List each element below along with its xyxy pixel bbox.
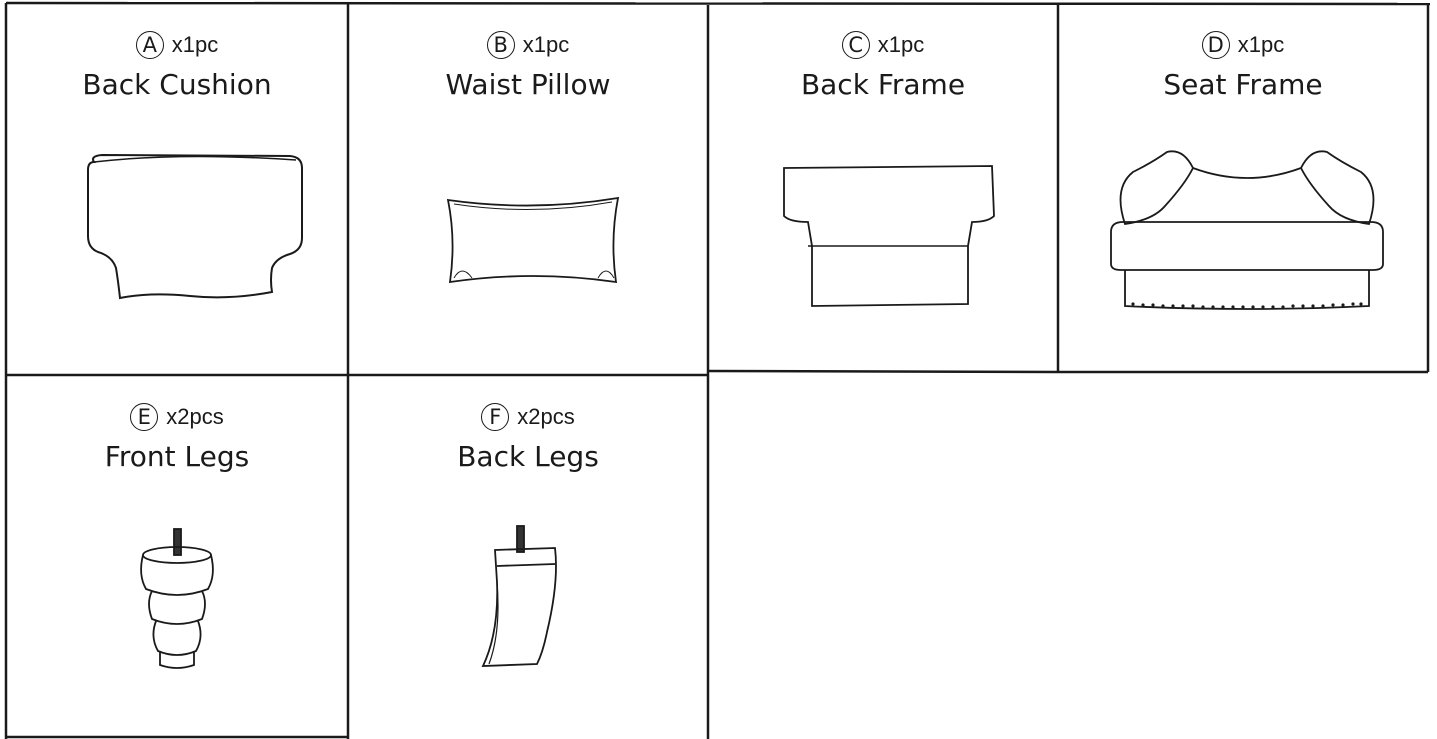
seat-frame-icon: [1103, 148, 1391, 318]
part-letter-badge: D: [1202, 31, 1230, 59]
part-letter-badge: F: [481, 403, 509, 431]
part-quantity: x1pc: [523, 32, 569, 58]
part-letter-badge: E: [130, 403, 158, 431]
back-cushion-icon: [80, 150, 310, 305]
part-quantity: x1pc: [1238, 32, 1284, 58]
part-cell-d: D x1pc Seat Frame: [1058, 28, 1428, 101]
part-cell-b: B x1pc Waist Pillow: [348, 28, 708, 101]
part-name: Seat Frame: [1058, 68, 1428, 101]
part-cell-f: F x2pcs Back Legs: [348, 400, 708, 473]
part-name: Back Legs: [348, 440, 708, 473]
part-quantity: x1pc: [172, 32, 218, 58]
part-cell-e: E x2pcs Front Legs: [6, 400, 348, 473]
part-quantity: x2pcs: [517, 404, 574, 430]
part-letter-badge: C: [842, 31, 870, 59]
part-name: Back Frame: [708, 68, 1058, 101]
back-frame-icon: [778, 160, 998, 310]
part-letter-badge: B: [487, 31, 515, 59]
part-name: Back Cushion: [6, 68, 348, 101]
front-leg-icon: [132, 525, 222, 675]
part-quantity: x2pcs: [166, 404, 223, 430]
part-quantity: x1pc: [878, 32, 924, 58]
part-cell-c: C x1pc Back Frame: [708, 28, 1058, 101]
back-leg-icon: [475, 522, 565, 672]
part-cell-a: A x1pc Back Cushion: [6, 28, 348, 101]
part-name: Waist Pillow: [348, 68, 708, 101]
part-letter-badge: A: [136, 31, 164, 59]
waist-pillow-icon: [438, 190, 628, 290]
part-name: Front Legs: [6, 440, 348, 473]
